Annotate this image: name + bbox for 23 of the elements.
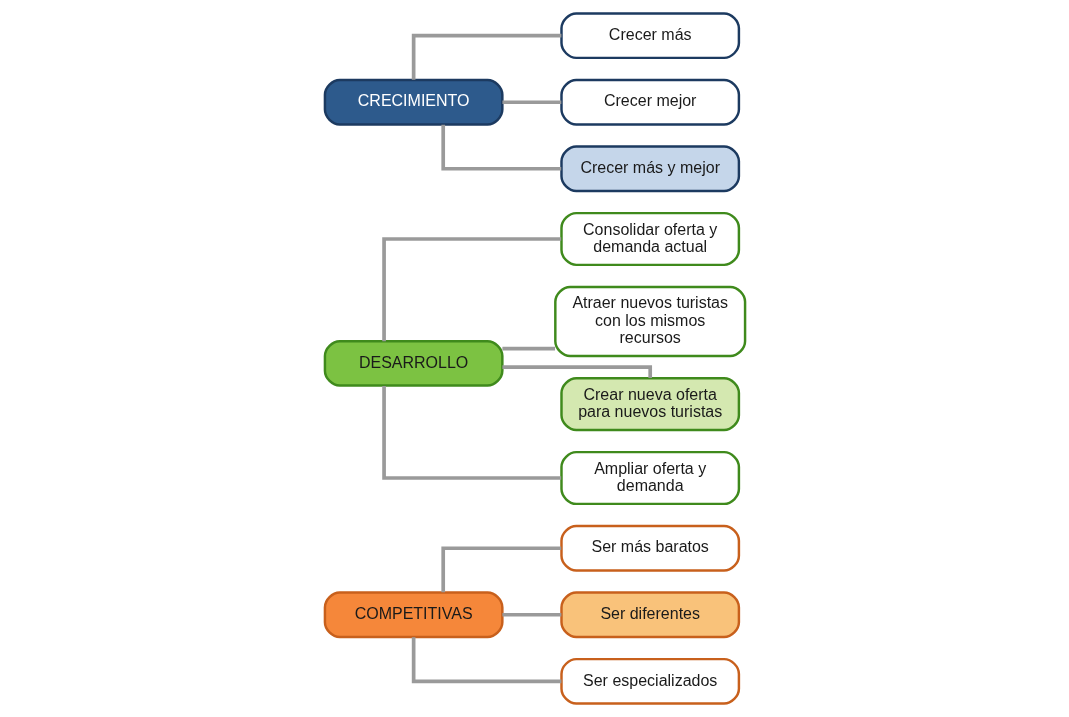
node-box: CRECIMIENTO [323,78,504,126]
node-box: Ampliar oferta y demanda [559,450,740,506]
node-box: Ser especializados [559,657,740,705]
connector [411,637,561,684]
node-box: Ser diferentes [559,591,740,639]
node-box: COMPETITIVAS [323,591,504,639]
connector [440,546,561,593]
node-box: DESARROLLO [323,340,504,387]
connector [501,346,555,351]
connector [501,612,561,617]
connector [501,365,652,378]
node-box: Crear nueva oferta para nuevos turistas [559,376,740,432]
node-box: Atraer nuevos turistas con los mismos recursos [553,285,746,358]
node-box: Consolidar oferta y demanda actual [559,211,740,267]
connector [411,33,561,80]
connector [440,124,561,171]
node-box: Ser más baratos [559,524,740,572]
node-box: Crecer más y mejor [559,145,740,193]
connector [381,237,561,342]
connector [501,100,561,105]
node-box: Crecer más [559,12,740,60]
node-box: Crecer mejor [559,78,740,126]
connector [381,386,561,480]
